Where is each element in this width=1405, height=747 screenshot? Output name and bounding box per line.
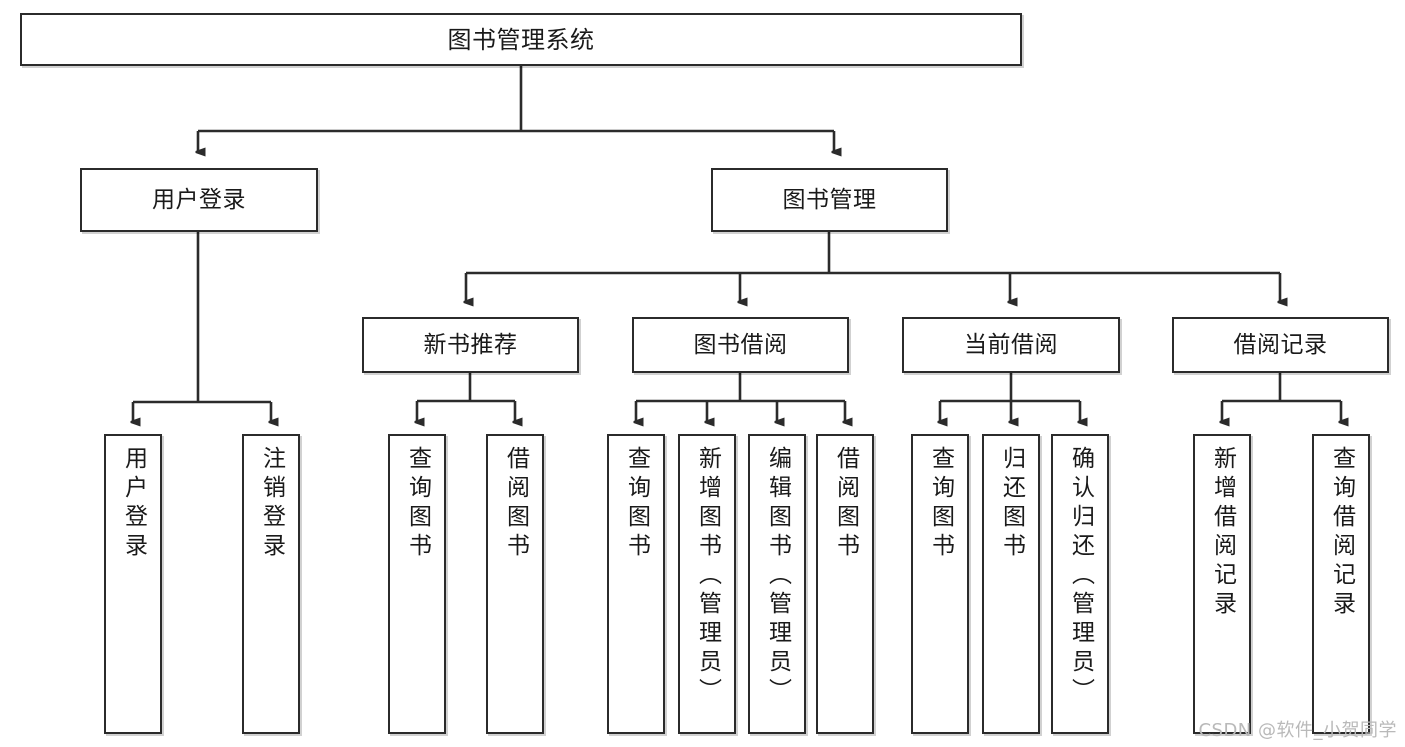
node-label: 图书管理 xyxy=(782,186,877,213)
leaf-query-book-current[interactable]: 查询图书 xyxy=(911,434,969,734)
leaf-add-book-admin[interactable]: 新增图书（管理员） xyxy=(678,434,736,734)
node-label: 用户登录 xyxy=(152,186,246,213)
leaf-borrow-book-recommend[interactable]: 借阅图书 xyxy=(486,434,544,734)
node-book-management[interactable]: 图书管理 xyxy=(711,168,948,232)
leaf-query-book-recommend[interactable]: 查询图书 xyxy=(388,434,446,734)
node-current-borrow[interactable]: 当前借阅 xyxy=(902,317,1120,373)
node-borrow-record[interactable]: 借阅记录 xyxy=(1172,317,1389,373)
node-new-book-recommend[interactable]: 新书推荐 xyxy=(362,317,579,373)
leaf-add-borrow-record[interactable]: 新增借阅记录 xyxy=(1193,434,1251,734)
node-label: 借阅记录 xyxy=(1233,331,1328,358)
node-label: 借阅图书 xyxy=(832,446,859,562)
node-user-login[interactable]: 用户登录 xyxy=(80,168,318,232)
node-label: 用户登录 xyxy=(120,446,147,562)
leaf-borrow-book[interactable]: 借阅图书 xyxy=(816,434,874,734)
leaf-edit-book-admin[interactable]: 编辑图书（管理员） xyxy=(748,434,806,734)
node-label: 编辑图书（管理员） xyxy=(764,446,791,707)
node-label: 当前借阅 xyxy=(964,331,1058,358)
node-label: 归还图书 xyxy=(998,446,1025,562)
leaf-query-borrow-record[interactable]: 查询借阅记录 xyxy=(1312,434,1370,734)
leaf-return-book[interactable]: 归还图书 xyxy=(982,434,1040,734)
leaf-confirm-return-admin[interactable]: 确认归还（管理员） xyxy=(1051,434,1109,734)
node-label: 新增图书（管理员） xyxy=(694,446,721,707)
node-label: 新增借阅记录 xyxy=(1209,446,1236,620)
leaf-user-login[interactable]: 用户登录 xyxy=(104,434,162,734)
node-root-book-management-system[interactable]: 图书管理系统 xyxy=(20,13,1022,66)
node-label: 查询借阅记录 xyxy=(1328,446,1355,620)
leaf-user-logout[interactable]: 注销登录 xyxy=(242,434,300,734)
node-label: 新书推荐 xyxy=(423,331,518,358)
node-label: 借阅图书 xyxy=(502,446,529,562)
node-book-borrow[interactable]: 图书借阅 xyxy=(632,317,849,373)
node-label: 注销登录 xyxy=(258,446,285,562)
node-label: 查询图书 xyxy=(927,446,954,562)
node-label: 图书管理系统 xyxy=(447,25,595,54)
node-label: 查询图书 xyxy=(623,446,650,562)
node-label: 图书借阅 xyxy=(693,331,788,358)
watermark-text: CSDN @软件_小贺同学 xyxy=(1198,720,1397,741)
node-label: 查询图书 xyxy=(404,446,431,562)
node-label: 确认归还（管理员） xyxy=(1067,446,1094,707)
leaf-query-book-borrow[interactable]: 查询图书 xyxy=(607,434,665,734)
